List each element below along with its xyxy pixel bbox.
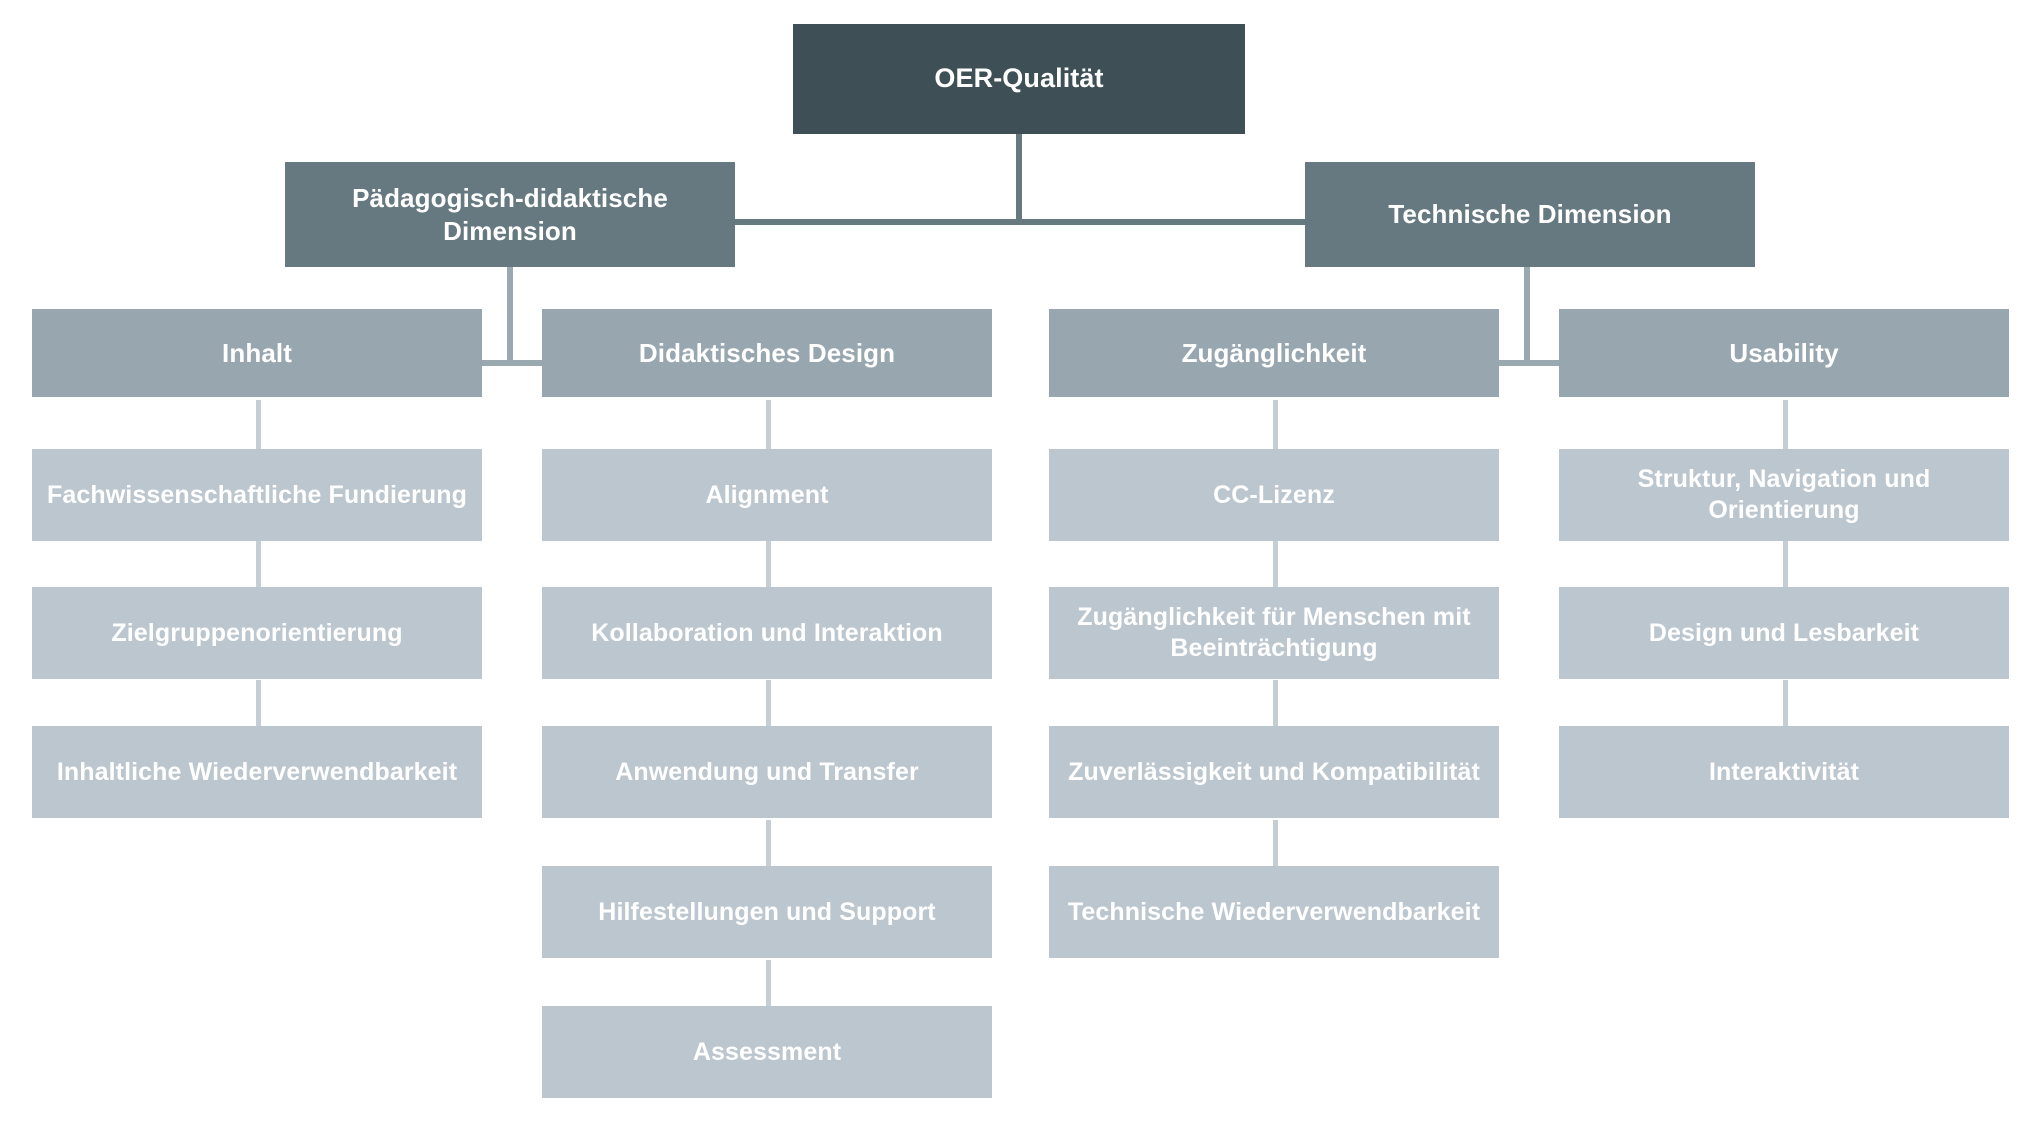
leaf-item[interactable]: Design und Lesbarkeit bbox=[1559, 587, 2009, 679]
leaf-item[interactable]: Fachwissenschaftliche Fundierung bbox=[32, 449, 482, 541]
leaf-item[interactable]: Technische Wiederverwendbarkeit bbox=[1049, 866, 1499, 958]
connector-left-dimension-vertical bbox=[507, 267, 513, 365]
leaf-item[interactable]: Hilfestellungen und Support bbox=[542, 866, 992, 958]
node-category-usability[interactable]: Usability bbox=[1559, 309, 2009, 397]
connector-col2-seg4 bbox=[766, 820, 771, 868]
leaf-item[interactable]: Anwendung und Transfer bbox=[542, 726, 992, 818]
leaf-item[interactable]: Zuverlässigkeit und Kompatibilität bbox=[1049, 726, 1499, 818]
connector-col3-seg1 bbox=[1273, 400, 1278, 452]
connector-right-category-bus bbox=[1273, 360, 1785, 366]
connector-col4-seg3 bbox=[1783, 680, 1788, 728]
node-dimension-paedagogisch-didaktisch[interactable]: Pädagogisch-didaktische Dimension bbox=[285, 162, 735, 267]
leaf-item[interactable]: Zielgruppenorientierung bbox=[32, 587, 482, 679]
connector-col3-seg2 bbox=[1273, 540, 1278, 588]
connector-right-dimension-vertical bbox=[1524, 267, 1530, 365]
connector-col2-seg2 bbox=[766, 540, 771, 588]
connector-col4-seg1 bbox=[1783, 400, 1788, 452]
leaf-item[interactable]: CC-Lizenz bbox=[1049, 449, 1499, 541]
leaf-item[interactable]: Inhaltliche Wiederverwendbarkeit bbox=[32, 726, 482, 818]
connector-col1-seg2 bbox=[256, 540, 261, 588]
node-category-zugaenglichkeit[interactable]: Zugänglichkeit bbox=[1049, 309, 1499, 397]
leaf-item[interactable]: Zugänglichkeit für Menschen mit Beeinträ… bbox=[1049, 587, 1499, 679]
connector-col3-seg4 bbox=[1273, 820, 1278, 868]
leaf-item[interactable]: Struktur, Navigation und Orientierung bbox=[1559, 449, 2009, 541]
connector-root-vertical bbox=[1016, 134, 1022, 224]
connector-col2-seg3 bbox=[766, 680, 771, 728]
connector-col2-seg1 bbox=[766, 400, 771, 452]
leaf-item[interactable]: Interaktivität bbox=[1559, 726, 2009, 818]
connector-col2-seg5 bbox=[766, 960, 771, 1008]
connector-col1-seg3 bbox=[256, 680, 261, 728]
node-root-oer-qualitaet[interactable]: OER-Qualität bbox=[793, 24, 1245, 134]
connector-left-category-bus bbox=[256, 360, 768, 366]
leaf-item[interactable]: Assessment bbox=[542, 1006, 992, 1098]
node-category-inhalt[interactable]: Inhalt bbox=[32, 309, 482, 397]
connector-col1-seg1 bbox=[256, 400, 261, 452]
node-category-didaktisches-design[interactable]: Didaktisches Design bbox=[542, 309, 992, 397]
node-dimension-technisch[interactable]: Technische Dimension bbox=[1305, 162, 1755, 267]
leaf-item[interactable]: Alignment bbox=[542, 449, 992, 541]
connector-col4-seg2 bbox=[1783, 540, 1788, 588]
leaf-item[interactable]: Kollaboration und Interaktion bbox=[542, 587, 992, 679]
connector-col3-seg3 bbox=[1273, 680, 1278, 728]
connector-dimension-bus bbox=[735, 219, 1305, 225]
